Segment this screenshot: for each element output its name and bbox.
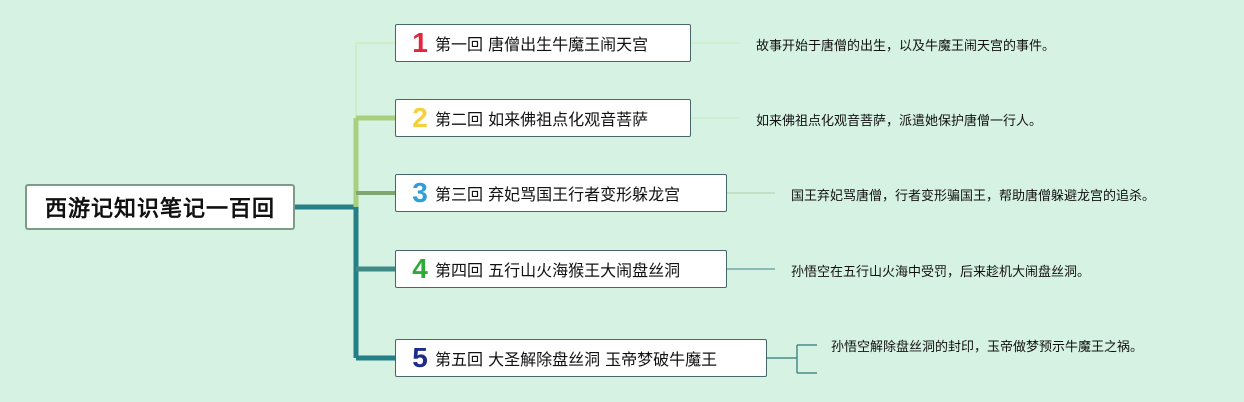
root-node[interactable]: 西游记知识笔记一百回 (25, 184, 295, 230)
chapter-desc-3: 国王弃妃骂唐僧，行者变形骗国王，帮助唐僧躲避龙宫的追杀。 (791, 189, 1156, 204)
chapter-desc-4: 孙悟空在五行山火海中受罚，后来趁机大闹盘丝洞。 (791, 265, 1091, 280)
chapter-title-3: 第三回 弃妃骂国王行者变形躲龙宫 (435, 185, 681, 204)
chapter-number-4: 4 (412, 253, 428, 284)
chapter-desc-5: 孙悟空解除盘丝洞的封印，玉帝做梦预示牛魔王之祸。 (831, 340, 1144, 355)
chapter-title-4: 第四回 五行山火海猴王大闹盘丝洞 (435, 261, 681, 280)
chapter-node-5[interactable]: 5 第五回 大圣解除盘丝洞 玉帝梦破牛魔王 (395, 339, 767, 377)
chapter-desc-2: 如来佛祖点化观音菩萨，派遣她保护唐僧一行人。 (756, 114, 1043, 129)
chapter-title-5: 第五回 大圣解除盘丝洞 玉帝梦破牛魔王 (435, 350, 718, 369)
chapter-node-1[interactable]: 1 第一回 唐僧出生牛魔王闹天宫 (395, 24, 691, 62)
chapter-number-2: 2 (412, 102, 428, 133)
chapter-number-3: 3 (412, 177, 428, 208)
chapter-number-1: 1 (412, 27, 428, 58)
chapter-title-1: 第一回 唐僧出生牛魔王闹天宫 (435, 35, 649, 54)
chapter-title-2: 第二回 如来佛祖点化观音菩萨 (435, 110, 649, 129)
chapter-node-2[interactable]: 2 第二回 如来佛祖点化观音菩萨 (395, 99, 691, 137)
chapter-node-4[interactable]: 4 第四回 五行山火海猴王大闹盘丝洞 (395, 250, 727, 288)
root-title: 西游记知识笔记一百回 (44, 197, 275, 222)
chapter-node-3[interactable]: 3 第三回 弃妃骂国王行者变形躲龙宫 (395, 174, 727, 212)
chapter-number-5: 5 (412, 342, 428, 373)
chapter-desc-1: 故事开始于唐僧的出生，以及牛魔王闹天宫的事件。 (756, 39, 1056, 54)
